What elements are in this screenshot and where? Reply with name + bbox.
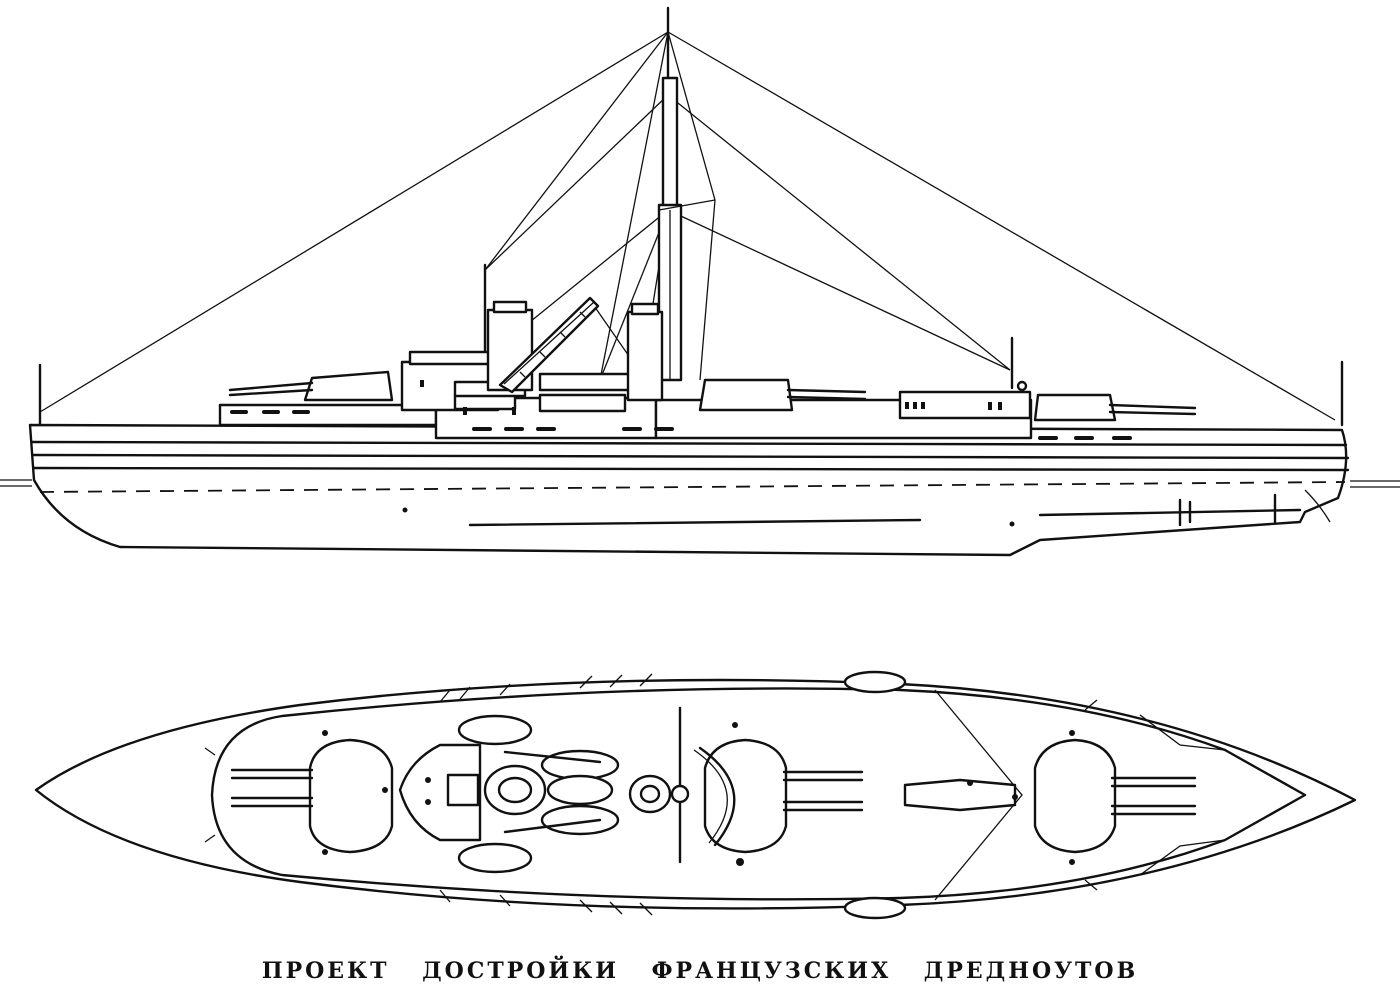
turret-plan-forward	[905, 740, 1195, 852]
side-elevation	[0, 8, 1400, 555]
boat-crane	[500, 298, 598, 392]
drawing-caption: ПРОЕКТ ДОСТРОЙКИ ФРАНЦУЗСКИХ ДРЕДНОУТОВ	[261, 958, 1139, 984]
turret-plan-midships	[705, 740, 862, 852]
hull-side	[0, 425, 1400, 555]
turret-side-aft	[230, 372, 392, 400]
turret-side-forward	[1018, 382, 1195, 420]
turret-side-midships	[700, 380, 865, 410]
mainmast	[659, 8, 715, 380]
hull-plan	[36, 672, 1355, 918]
plan-superstructure	[400, 716, 734, 872]
rail-stanchions	[205, 674, 1097, 915]
casemate-ports	[230, 380, 1132, 440]
deck-plan	[36, 672, 1355, 918]
rigging	[40, 32, 1335, 420]
turret-plan-aft	[232, 740, 392, 852]
deck-fittings	[322, 722, 1075, 866]
